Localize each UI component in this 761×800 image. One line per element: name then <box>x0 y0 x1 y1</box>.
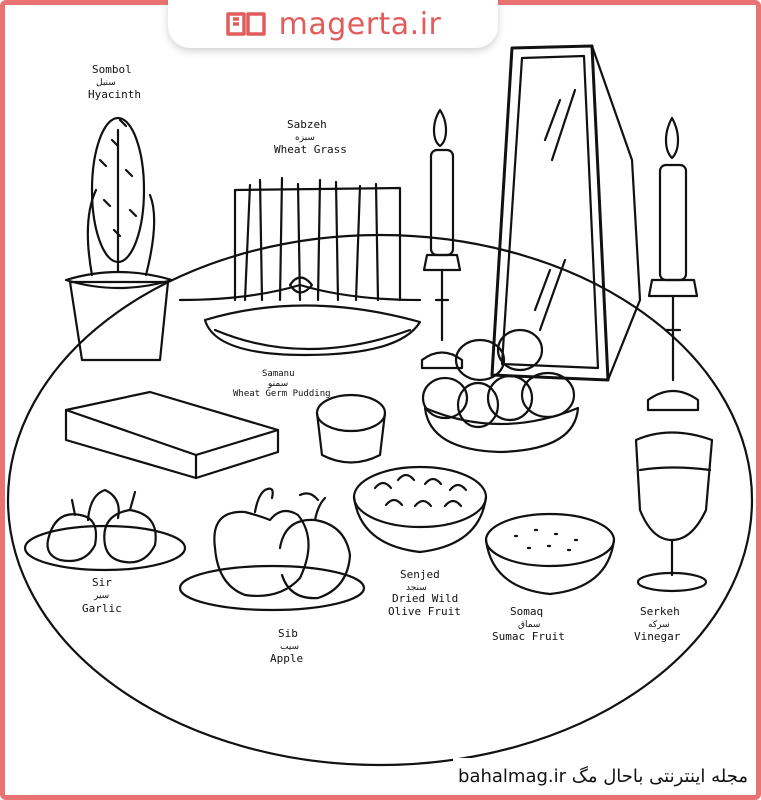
sir-english: Garlic <box>82 602 122 615</box>
sabzeh-farsi: سبزه <box>295 133 315 143</box>
sir-name: Sir <box>92 576 112 589</box>
serkeh-english: Vinegar <box>634 630 681 643</box>
samanu-bowl-drawing <box>315 393 387 464</box>
samanu-english: Wheat Germ Pudding <box>233 389 331 399</box>
samanu-name: Samanu <box>262 369 295 379</box>
senjed-farsi: سنجد <box>406 583 427 593</box>
sib-name: Sib <box>278 627 298 640</box>
label-sir: Sir سیر Garlic <box>82 576 122 615</box>
wheat-grass-drawing <box>178 176 422 357</box>
right-candlestick-drawing <box>646 116 700 412</box>
label-senjed: Senjed سنجد Dried Wild Olive Fruit <box>388 568 461 618</box>
label-sib: Sib سیب Apple <box>270 627 303 665</box>
somaq-name: Somaq <box>510 605 543 618</box>
sumac-bowl-drawing <box>484 512 616 596</box>
apples-drawing <box>178 487 366 612</box>
brand-header[interactable]: magerta.ir <box>168 0 498 48</box>
mirror-drawing <box>490 44 642 382</box>
sib-farsi: سیب <box>280 642 299 652</box>
sib-english: Apple <box>270 652 303 665</box>
left-candlestick-drawing <box>420 108 464 370</box>
label-serkeh: Serkeh سرکه Vinegar <box>634 605 681 643</box>
footer-watermark[interactable]: مجله اینترنتی باحال مگ bahalmag.ir <box>453 758 753 794</box>
sabzeh-name: Sabzeh <box>287 118 327 131</box>
senjed-english-line2: Olive Fruit <box>388 605 461 618</box>
book-drawing <box>64 390 280 480</box>
painted-eggs-drawing <box>421 328 580 454</box>
label-sombol: Sombol سنبل Hyacinth <box>88 63 141 101</box>
sombol-name: Sombol <box>92 63 132 76</box>
serkeh-name: Serkeh <box>640 605 680 618</box>
sombol-english: Hyacinth <box>88 88 141 101</box>
label-sabzeh: Sabzeh سبزه Wheat Grass <box>274 118 347 156</box>
sombol-farsi: سنبل <box>96 78 116 88</box>
label-samanu: Samanu سمنو Wheat Germ Pudding <box>233 369 331 399</box>
samanu-farsi: سمنو <box>267 379 288 389</box>
open-book-icon <box>225 12 266 36</box>
serkeh-farsi: سرکه <box>648 620 670 630</box>
label-somaq: Somaq سماق Sumac Fruit <box>492 605 565 643</box>
senjed-name: Senjed <box>400 568 440 581</box>
somaq-farsi: سماق <box>518 620 540 630</box>
sabzeh-english: Wheat Grass <box>274 143 347 156</box>
senjed-english-line1: Dried Wild <box>392 592 458 605</box>
sir-farsi: سیر <box>93 591 109 601</box>
brand-site-name: magerta.ir <box>278 6 442 42</box>
vinegar-glass-drawing <box>634 431 714 593</box>
footer-text: مجله اینترنتی باحال مگ bahalmag.ir <box>458 765 748 787</box>
somaq-english: Sumac Fruit <box>492 630 565 643</box>
table-outline <box>6 233 754 767</box>
garlic-drawing <box>23 488 187 572</box>
senjed-bowl-drawing <box>352 465 488 554</box>
hyacinth-drawing <box>64 116 174 362</box>
